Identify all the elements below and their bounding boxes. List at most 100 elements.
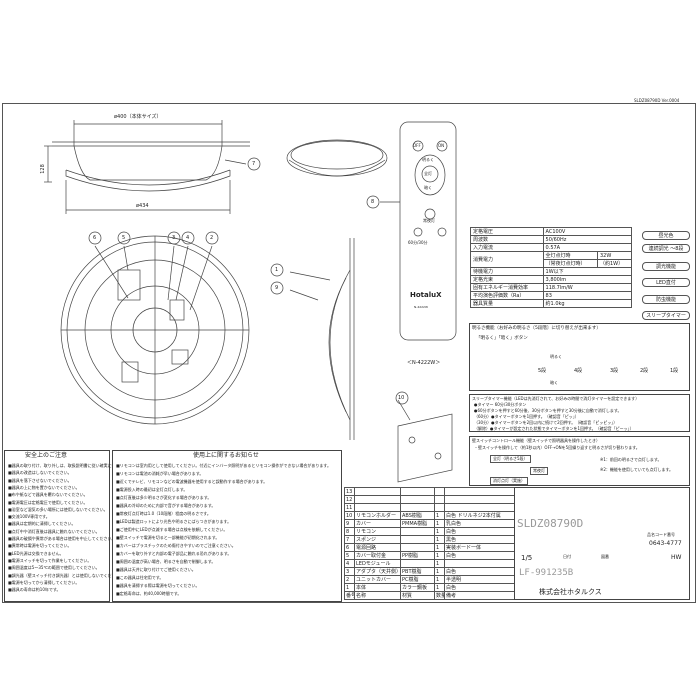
usage-line: ■電源投入時の最初は全灯点灯します。 (116, 487, 188, 492)
spec-label: 入力電流 (470, 243, 544, 252)
parts-cell: 1 (434, 567, 445, 576)
wall-title: 壁スイッチコントロール機能（壁スイッチで照明器具を操作したとき） (472, 438, 600, 443)
parts-cell: 1 (434, 511, 445, 520)
parts-cell: 11 (344, 503, 355, 512)
remote-body (399, 121, 457, 341)
parts-cell (444, 495, 515, 504)
product-code: LF-991235B (519, 568, 574, 578)
parts-cell (400, 559, 435, 568)
parts-cell: 備考 (444, 591, 515, 600)
callout-2: 2 (210, 235, 214, 241)
callout-1: 1 (275, 267, 279, 273)
wall-line: ・壁スイッチを操作して（約1秒以内）OFF→ONを5回繰り返すと明るさが切り替わ… (474, 445, 640, 450)
parts-cell: カラー鋼板 (400, 583, 435, 592)
caution-line: ■器具の破損や異常がある場合は使用を中止してください。 (8, 536, 116, 541)
dim-top-width: ø400（本体サイズ） (114, 114, 162, 120)
remote-holder (397, 413, 453, 483)
caution-panel: 安全上のご注意 ■器具の取り付け、取り外しは、取扱説明書に従い確実に行ってくださ… (4, 450, 143, 602)
remote-night: 常夜灯 (423, 218, 435, 223)
parts-cell: PP樹脂 (400, 551, 435, 560)
spec-value: （約1W） (596, 259, 633, 268)
parts-cell: 13 (344, 487, 355, 496)
parts-cell: 白色 (444, 583, 515, 592)
parts-cell (354, 503, 401, 512)
usage-line: ■器具は天井に取り付けてご使用ください。 (116, 567, 196, 572)
sleep-line: ●60分ボタンを押すと60分後、30分ボタンを押すと30分後に自動で消灯します。 (474, 408, 622, 413)
spec-sublabel: 全灯点灯時 (542, 251, 598, 260)
spec-label: 周波数 (470, 235, 544, 244)
remote-model-small: N-4222W (414, 305, 428, 309)
dimming-step: 5段 (538, 368, 547, 374)
parts-cell: 材質 (400, 591, 435, 600)
feature-tag: 昼光色 (642, 231, 690, 240)
parts-cell: 黒色 (444, 535, 515, 544)
callout-4: 4 (186, 235, 190, 241)
caution-line: ■電源スイッチを切って作業をしてください。 (8, 557, 92, 563)
drawing-frame (2, 103, 696, 603)
parts-cell (400, 543, 435, 552)
spec-value: 1W以下 (542, 267, 633, 276)
caution-line: ■電源電圧は定格電圧で使用してください。 (8, 499, 88, 505)
usage-line: ■リモコンは室内用として使用してください。付近にインバータ照明があるとリモコン操… (116, 463, 332, 468)
parts-cell: 1 (434, 527, 445, 536)
dimming-btn-dimmer: 暗く (550, 380, 558, 385)
parts-cell: 1 (434, 583, 445, 592)
usage-line: ■点灯直後は多少明るさが変化する場合があります。 (116, 495, 212, 500)
parts-cell: 3 (344, 567, 355, 576)
usage-line: ■器具を清掃する際は電源を切ってください。 (116, 583, 200, 588)
dimming-note: 「明るく」「暗く」ボタン (476, 336, 528, 341)
sleep-title: スリープタイマー機能（LEDは先消灯されて、お好みの時間で消灯タイマーを設定でき… (472, 396, 640, 401)
parts-cell: 12 (344, 495, 355, 504)
spec-value: 50/60Hz (542, 235, 633, 244)
spec-label: 待機電力 (470, 267, 544, 276)
callout-8: 8 (371, 199, 375, 205)
remote-off: OFF (413, 143, 421, 148)
parts-cell: カバー (354, 519, 401, 528)
parts-cell: 数量 (434, 591, 445, 600)
remote-full: 全灯 (424, 171, 432, 176)
parts-cell: 本体 (354, 583, 401, 592)
spec-value: 83 (542, 291, 633, 300)
feature-tag: 防虫機能 (642, 295, 690, 304)
usage-line: ■カバーを取り外すと内部の電子部品に触れる恐れがあります。 (116, 551, 232, 556)
spec-label: 定格電圧 (470, 227, 544, 236)
sleep-line: ●タイマー 60分/30分ボタン (474, 402, 527, 407)
spec-value: 32W (596, 251, 633, 260)
wall-step: 常夜灯 (530, 467, 548, 475)
remote-timer-label: 60分/30分 (408, 240, 428, 245)
parts-row: 12 (344, 495, 515, 504)
parts-cell: 1 (434, 535, 445, 544)
feature-tag: LED直付 (642, 278, 690, 287)
parts-cell: 名称 (354, 591, 401, 600)
parts-cell: 半透明 (444, 575, 515, 584)
caution-line: ■調光器（壁スイッチ付き調光器）とは使用しないでください。 (8, 572, 124, 578)
spec-value: 118.7lm/W (542, 283, 633, 292)
parts-cell: 白色 (444, 551, 515, 560)
feature-tag: スリープタイマー (642, 311, 690, 320)
parts-cell (400, 527, 435, 536)
remote-model: ＜N-4222W＞ (407, 360, 441, 366)
parts-cell: 1 (344, 583, 355, 592)
usage-line: ■LEDは製造ロットにより光色や明るさにばらつきがあります。 (116, 519, 232, 524)
parts-cell: 番号 (344, 591, 355, 600)
parts-cell: 1 (434, 575, 445, 584)
spec-value: 0.57A (542, 243, 633, 252)
spec-label: 定格光束 (470, 275, 544, 284)
parts-cell: PMMA樹脂 (400, 519, 435, 528)
caution-line: ■器具は定期的に清掃してください。 (8, 521, 76, 527)
spec-label: 器具質量 (470, 299, 544, 308)
code-value: 0643-4777 (649, 540, 682, 547)
usage-line: ■常夜灯点灯時は1.0（10段階）程度の明るさです。 (116, 511, 211, 516)
caution-title: 安全上のご注意 (25, 452, 68, 459)
parts-row: 11 (344, 503, 515, 512)
wall-step: 全灯（明るさ5段） (490, 455, 531, 463)
feature-tag: 連続調光 ～8段 (642, 244, 690, 253)
